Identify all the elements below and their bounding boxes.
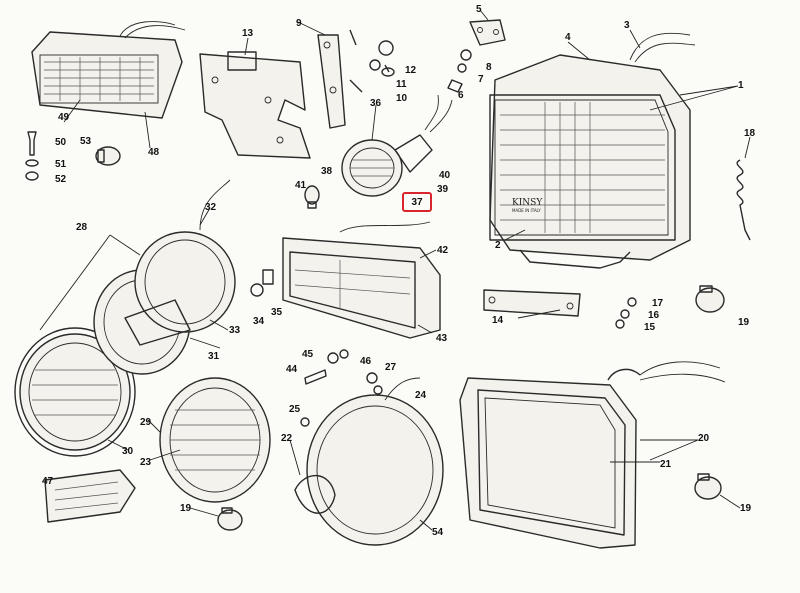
callout-30: 30 [122, 446, 134, 457]
side-indicator-36 [341, 94, 453, 197]
callout-45: 45 [302, 349, 314, 360]
rectangular-lamp-21 [459, 361, 726, 549]
callout-28: 28 [76, 222, 88, 233]
callout-15: 15 [644, 322, 656, 333]
callout-40: 40 [439, 170, 451, 181]
callout-43: 43 [436, 333, 448, 344]
callout-38: 38 [321, 166, 333, 177]
sealed-beam-23 [159, 377, 271, 503]
callout-25: 25 [289, 404, 301, 415]
callout-4: 4 [565, 32, 571, 43]
round-headlamp-exploded [14, 179, 236, 457]
mounting-strip-14 [483, 289, 581, 317]
bolt-set-center [300, 349, 383, 427]
callout-35: 35 [271, 307, 283, 318]
callout-8: 8 [486, 62, 492, 73]
callout-53: 53 [80, 136, 92, 147]
bulb-19-lower-left [217, 507, 243, 531]
callout-21: 21 [660, 459, 672, 470]
callout-41: 41 [295, 180, 307, 191]
callout-46: 46 [360, 356, 372, 367]
callout-48: 48 [148, 147, 160, 158]
lens-brand-text: KINSY [512, 198, 543, 208]
tail-lamp-assembly [31, 21, 186, 119]
callout-19-lower-right: 19 [740, 503, 752, 514]
callout-24: 24 [415, 390, 427, 401]
callout-10: 10 [396, 93, 408, 104]
callout-20: 20 [698, 433, 710, 444]
bulb-19-upper [695, 285, 725, 313]
callout-17: 17 [652, 298, 664, 309]
callout-19-upper: 19 [738, 317, 750, 328]
highlighted-callout-37: 37 [402, 192, 432, 212]
callout-27: 27 [385, 362, 397, 373]
callout-32: 32 [205, 202, 217, 213]
callout-labels: 1 2 3 4 5 6 7 8 9 10 11 12 13 14 15 16 1… [42, 4, 756, 538]
callout-33: 33 [229, 325, 241, 336]
rectangular-headlamp-assembly: KINSY MADE IN ITALY [489, 32, 696, 269]
screw-set-left [25, 131, 39, 181]
callout-6: 6 [458, 90, 464, 101]
callout-2: 2 [495, 240, 501, 251]
callout-44: 44 [286, 364, 298, 375]
leader-lines [39, 9, 751, 531]
lens-47 [44, 469, 136, 523]
callout-49: 49 [58, 112, 70, 123]
callout-16: 16 [648, 310, 660, 321]
lens-fine-print: MADE IN ITALY [512, 208, 541, 213]
callout-54: 54 [432, 527, 444, 538]
callout-31: 31 [208, 351, 220, 362]
mounting-bracket-13 [199, 51, 311, 159]
washer-34-35 [250, 269, 274, 297]
callout-11: 11 [396, 79, 407, 90]
front-lamp-43 [282, 221, 441, 339]
fixing-set-15-17 [615, 297, 637, 329]
callout-29: 29 [140, 417, 152, 428]
bulb-53 [95, 146, 121, 166]
callout-9: 9 [296, 18, 302, 29]
callout-47: 47 [42, 476, 54, 487]
bulb-41 [304, 185, 320, 209]
housing-54 [294, 377, 444, 546]
bulb-19-lower-right [694, 473, 722, 500]
callout-13: 13 [242, 28, 254, 39]
callout-3: 3 [624, 20, 630, 31]
callout-18: 18 [744, 128, 756, 139]
callout-22: 22 [281, 433, 293, 444]
callout-1: 1 [738, 80, 744, 91]
callout-42: 42 [437, 245, 449, 256]
callout-5: 5 [476, 4, 482, 15]
callout-52: 52 [55, 174, 67, 185]
callout-19-lower-left: 19 [180, 503, 192, 514]
fixing-set-6-8 [447, 49, 472, 93]
callout-14: 14 [492, 315, 504, 326]
callout-23: 23 [140, 457, 152, 468]
callout-36: 36 [370, 98, 382, 109]
callout-51: 51 [55, 159, 67, 170]
retaining-spring-18 [736, 159, 751, 241]
callout-7: 7 [478, 74, 484, 85]
nut-set-10-12 [369, 40, 395, 77]
small-bracket-5 [469, 19, 506, 46]
bracket-9 [317, 29, 363, 129]
callout-50: 50 [55, 137, 67, 148]
callout-34: 34 [253, 316, 265, 327]
callout-39: 39 [437, 184, 449, 195]
callout-12: 12 [405, 65, 417, 76]
